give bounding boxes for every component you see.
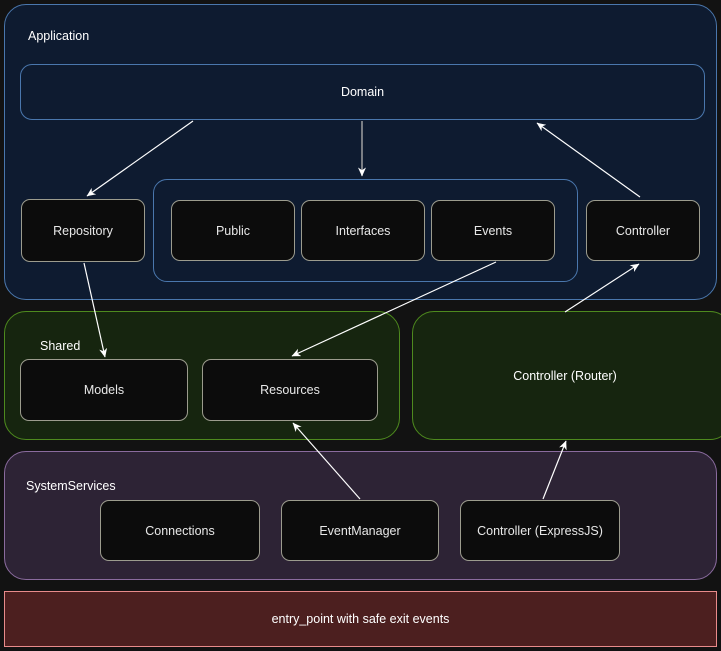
- node-models-label: Models: [83, 383, 125, 397]
- node-controller-expressjs-label: Controller (ExpressJS): [477, 523, 603, 538]
- node-public-label: Public: [215, 223, 251, 238]
- group-shared-label: Shared: [40, 339, 81, 353]
- node-events[interactable]: Events: [431, 200, 555, 261]
- node-events-label: Events: [473, 223, 513, 238]
- node-models[interactable]: Models: [20, 359, 188, 421]
- node-controller-expressjs[interactable]: Controller (ExpressJS): [460, 500, 620, 561]
- node-repository-label: Repository: [53, 223, 113, 238]
- node-controller-router-label: Controller (Router): [513, 368, 617, 383]
- node-controller[interactable]: Controller: [586, 200, 700, 261]
- node-connections[interactable]: Connections: [100, 500, 260, 561]
- node-interfaces[interactable]: Interfaces: [301, 200, 425, 261]
- node-domain-label: Domain: [340, 85, 385, 99]
- node-eventmanager-label: EventManager: [319, 523, 401, 538]
- group-systemservices-label: SystemServices: [26, 479, 116, 493]
- node-eventmanager[interactable]: EventManager: [281, 500, 439, 561]
- group-application-label: Application: [28, 29, 90, 43]
- node-public[interactable]: Public: [171, 200, 295, 261]
- node-connections-label: Connections: [145, 523, 215, 538]
- node-controller-label: Controller: [615, 223, 671, 238]
- node-interfaces-label: Interfaces: [335, 223, 391, 238]
- node-entry-point[interactable]: entry_point with safe exit events: [4, 591, 717, 647]
- node-repository[interactable]: Repository: [21, 199, 145, 262]
- node-controller-router[interactable]: Controller (Router): [412, 311, 718, 440]
- node-resources[interactable]: Resources: [202, 359, 378, 421]
- node-entry-point-label: entry_point with safe exit events: [271, 612, 450, 626]
- node-resources-label: Resources: [260, 383, 320, 397]
- node-domain[interactable]: Domain: [20, 64, 705, 120]
